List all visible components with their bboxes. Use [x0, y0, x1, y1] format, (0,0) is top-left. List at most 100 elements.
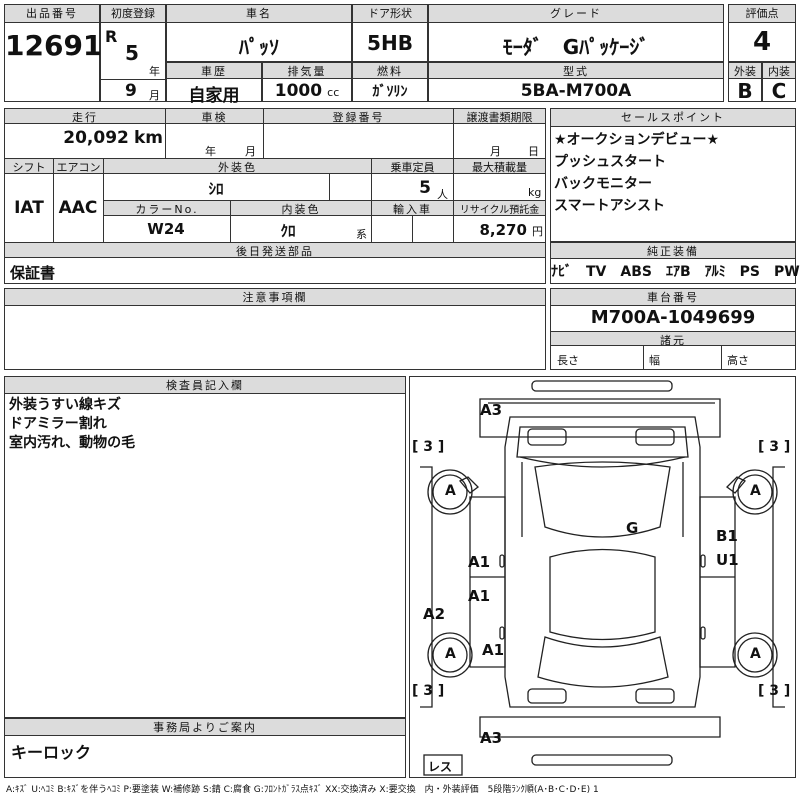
regno-label: 登録番号	[263, 109, 453, 124]
model: 5BA-M700A	[520, 81, 632, 101]
load-label: 最大積載量	[453, 159, 545, 174]
aircon-label: エアコン	[53, 159, 103, 174]
equipment-box: 純正装備 ﾅﾋﾞ TV ABS ｴｱB ｱﾙﾐ PS PW	[550, 242, 800, 284]
lot-number-box: 出品番号 12691	[4, 4, 103, 102]
mark-g: G	[626, 519, 639, 537]
mileage: 20,092	[63, 128, 129, 148]
wheel-rear-left	[427, 632, 473, 678]
mark-a3-rear: A3	[480, 729, 503, 747]
front-bumper	[531, 380, 673, 392]
selling-point: プッシュスタート	[554, 154, 666, 170]
selling-points-label: セールスポイント	[551, 109, 795, 127]
notes-label: 注意事項欄	[5, 289, 545, 306]
selling-point: スマートアシスト	[554, 198, 666, 214]
history: 自家用	[188, 86, 240, 106]
office-note: キーロック	[11, 743, 92, 762]
tire-tread: [ 3 ]	[412, 683, 445, 699]
car-name-label: 車名	[167, 5, 351, 23]
equipment: ﾅﾋﾞ TV ABS ｴｱB ｱﾙﾐ PS PW	[551, 264, 800, 280]
grade-box: グレード ﾓｰﾀﾞ Gﾊﾟｯｹｰｼﾞ	[428, 4, 724, 62]
windshield	[534, 461, 671, 538]
spec-block	[4, 108, 546, 284]
displacement-box: 排気量 1000 cc	[262, 62, 352, 102]
capacity-unit: 人	[437, 188, 448, 201]
door-label: ドア形状	[353, 5, 427, 23]
fuel: ｶﾞｿﾘﾝ	[372, 84, 408, 100]
later-parts: 保証書	[10, 264, 56, 282]
equipment-label: 純正装備	[551, 243, 795, 259]
chassis-box: 車台番号 M700A-1049699 諸元 長さ 幅 高さ	[550, 288, 796, 370]
score-box: 評価点 4	[728, 4, 796, 62]
disp-label: 排気量	[263, 63, 351, 79]
office-box: 事務局よりご案内 キーロック	[4, 718, 406, 778]
recycle-label: リサイクル預託金	[454, 201, 545, 216]
selling-point: バックモニター	[554, 176, 652, 192]
recycle: 8,270	[479, 221, 527, 239]
tire-tread: [ 3 ]	[412, 439, 445, 455]
mark-a2: A2	[423, 605, 446, 623]
ext-grade: B	[737, 79, 753, 103]
wheel-front-right	[732, 469, 778, 515]
int-color-label: 内装色	[230, 201, 371, 216]
spare-tire-box	[423, 754, 463, 776]
mark-u1: U1	[716, 551, 739, 569]
import-label: 輸入車	[372, 201, 453, 216]
mark-a1: A1	[482, 641, 505, 659]
wheel-mark: A	[750, 646, 761, 662]
history-box: 車歴 自家用	[166, 62, 262, 106]
roof	[549, 548, 656, 641]
wheel-mark: A	[445, 483, 456, 499]
reg-year: 5	[125, 41, 139, 65]
displacement: 1000	[274, 81, 323, 101]
tire-tread: [ 3 ]	[758, 683, 791, 699]
insp-month-unit: 月	[245, 145, 256, 158]
int-color: ｸﾛ	[280, 222, 296, 240]
height-label: 高さ	[727, 354, 749, 367]
right-side	[699, 496, 736, 668]
chassis-label: 車台番号	[551, 289, 795, 306]
model-label: 型式	[429, 63, 723, 79]
grade: ﾓｰﾀﾞ Gﾊﾟｯｹｰｼﾞ	[502, 35, 650, 59]
inspector-note: ドアミラー割れ	[9, 416, 107, 432]
mark-a3-front: A3	[480, 401, 503, 419]
legend: A:ｷｽﾞ U:ﾍｺﾐ B:ｷｽﾞを伴うﾍｺﾐ P:要塗装 W:補修跡 S:錆 …	[6, 785, 599, 795]
inspector-label: 検査員記入欄	[5, 377, 405, 394]
door-type: 5HB	[367, 31, 413, 55]
month-unit: 月	[149, 89, 160, 102]
insp-year-unit: 年	[205, 145, 216, 158]
int-color-unit: 系	[356, 228, 367, 241]
selling-points-box: セールスポイント ★オークションデビュー★ プッシュスタート バックモニター ス…	[550, 108, 796, 242]
car-diagram	[420, 380, 785, 776]
load-unit: kg	[528, 186, 542, 199]
mileage-value: 20,092 km	[5, 128, 163, 148]
ext-color: ｼﾛ	[208, 180, 224, 198]
recycle-value: 8,270 円	[454, 220, 543, 239]
mileage-label: 走行	[5, 109, 165, 124]
mark-a1: A1	[468, 553, 491, 571]
ext-color-label: 外装色	[103, 159, 371, 174]
hood-outline	[479, 398, 721, 438]
first-registration-box: 初度登録 R 5 年 9 月	[100, 4, 166, 102]
reg-month: 9	[125, 81, 137, 101]
shift: IAT	[14, 198, 44, 218]
history-label: 車歴	[167, 63, 261, 79]
recycle-unit: 円	[532, 225, 543, 238]
disp-unit: cc	[327, 86, 340, 99]
length-label: 長さ	[557, 354, 579, 367]
lot-number: 12691	[5, 29, 103, 62]
transfer-day-unit: 日	[528, 145, 539, 158]
first-reg-label: 初度登録	[101, 5, 165, 23]
model-box: 型式 5BA-M700A	[428, 62, 724, 102]
lot-number-label: 出品番号	[5, 5, 99, 23]
left-side	[469, 496, 506, 668]
fuel-label: 燃料	[353, 63, 427, 79]
car-diagram-box: A3 G B1 U1 A1 A1 A2 A1 A3 A A A A [ 3 ] …	[409, 376, 796, 778]
int-label: 内装	[763, 63, 795, 79]
office-label: 事務局よりご案内	[5, 719, 405, 736]
rear-bumper	[531, 754, 673, 766]
inspector-note: 外装うすい線キズ	[9, 397, 121, 413]
capacity-label: 乗車定員	[371, 159, 453, 174]
score-label: 評価点	[729, 5, 795, 23]
color-no-label: カラーNo.	[104, 201, 230, 216]
spare-tire: レス	[428, 760, 453, 774]
